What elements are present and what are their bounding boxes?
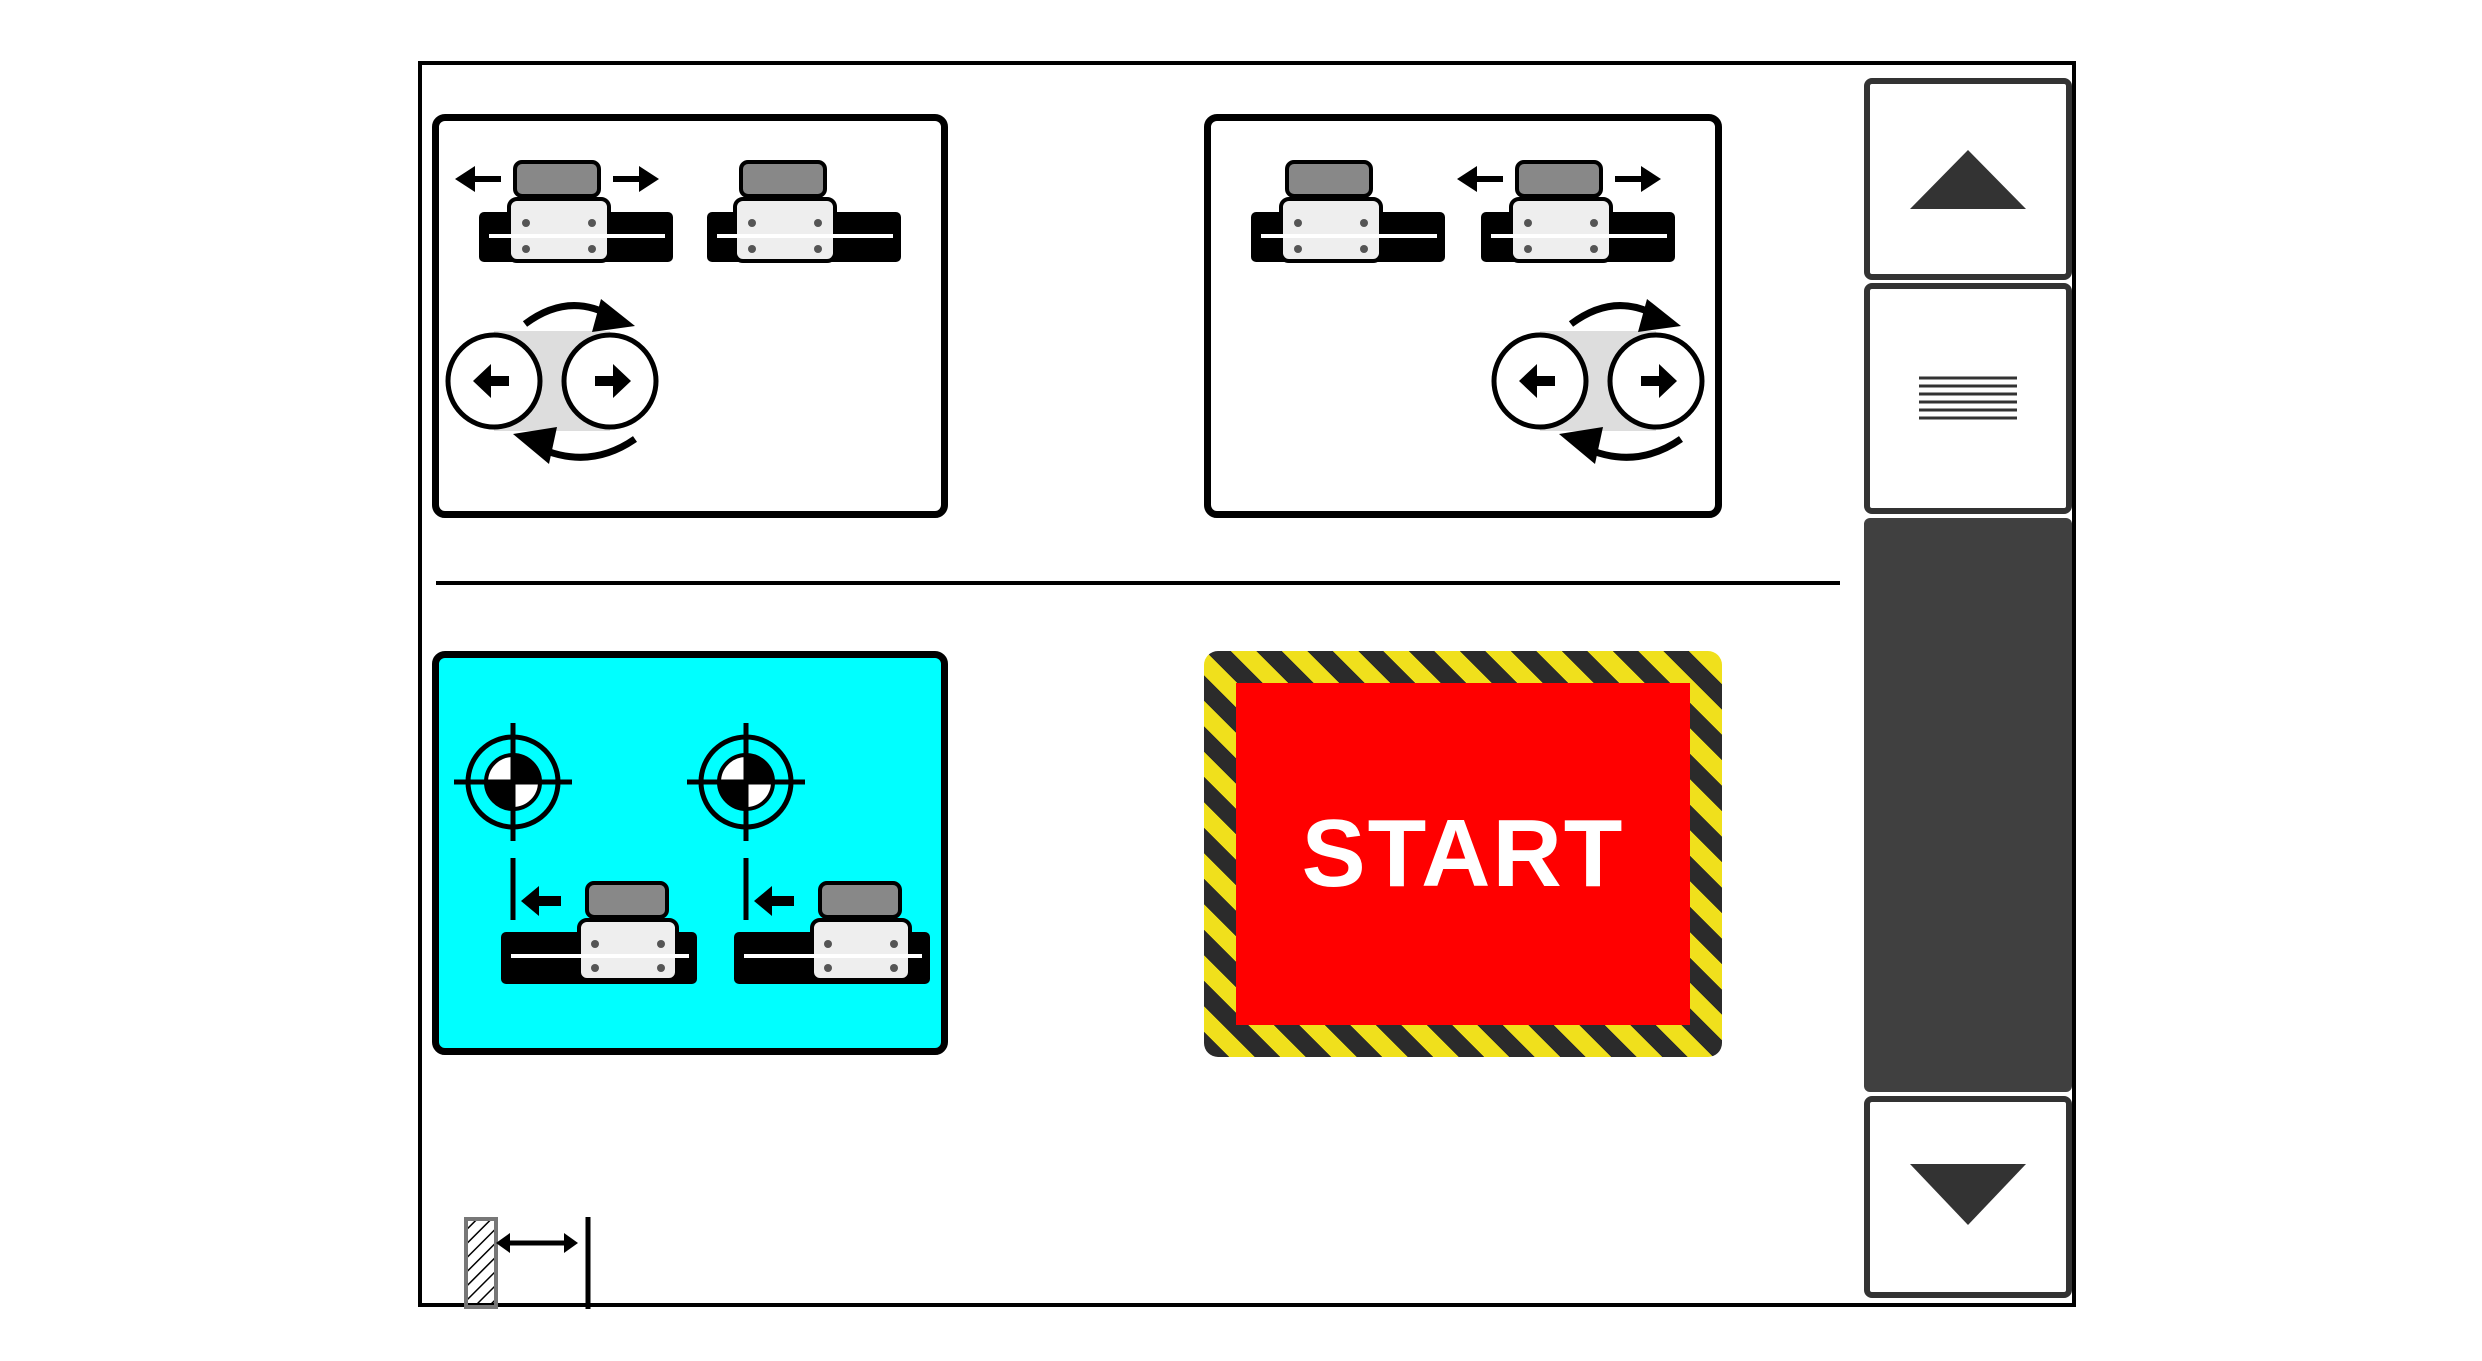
mode-reference-tile[interactable] <box>432 651 948 1055</box>
scrollbar-thumb[interactable] <box>1864 518 2072 1092</box>
menu-lines-icon <box>1919 376 2017 420</box>
section-divider <box>436 581 1840 585</box>
machine-panel: START <box>418 61 2076 1309</box>
triangle-down-icon <box>1910 1164 2026 1225</box>
start-button-face: START <box>1236 683 1690 1025</box>
scroll-menu-button[interactable] <box>1864 283 2072 514</box>
mode-right-icon <box>1251 160 1705 464</box>
scroll-up-button[interactable] <box>1864 78 2072 280</box>
mode-right-tile[interactable] <box>1204 114 1722 518</box>
mode-left-icon <box>445 160 901 464</box>
start-button[interactable]: START <box>1204 651 1722 1057</box>
reference-position-icon <box>454 723 930 984</box>
scroll-down-button[interactable] <box>1864 1096 2072 1298</box>
distance-indicator-icon <box>464 1217 591 1309</box>
mode-left-tile[interactable] <box>432 114 948 518</box>
start-button-label: START <box>1301 800 1625 907</box>
triangle-up-icon <box>1910 150 2026 209</box>
